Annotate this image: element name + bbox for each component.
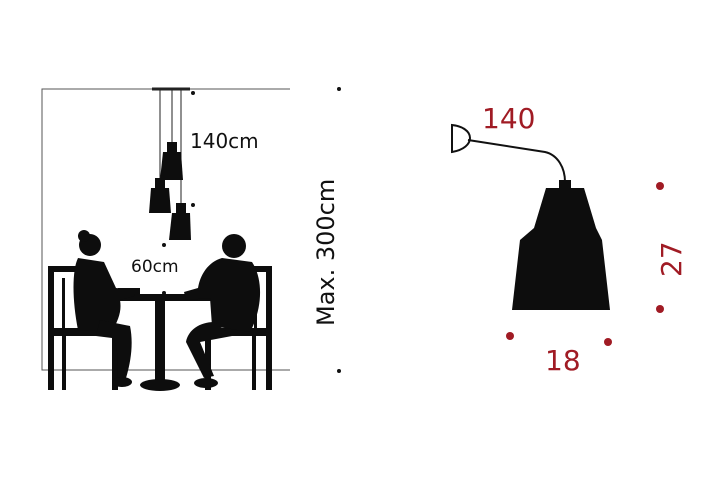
left-chair: [48, 266, 118, 390]
table-clearance-label: 60cm: [131, 257, 179, 277]
pendant-lamp-top: [160, 142, 183, 180]
lamp-cable-label: 140: [482, 102, 535, 135]
pendant-cables: [152, 87, 190, 205]
lamp-arm: [467, 139, 566, 183]
seated-person-right: [184, 234, 261, 388]
room-scene: 140cm 60cm Max. 300cm: [41, 87, 341, 391]
pendant-lamp-bottom: [169, 203, 191, 240]
max-height-label: Max. 300cm: [312, 179, 340, 326]
dining-table: [112, 294, 224, 391]
lamp-height-label: 27: [655, 241, 688, 277]
lamp-width-label: 18: [545, 344, 581, 377]
wall-mount: [451, 123, 472, 154]
pendant-lamp-middle: [149, 178, 171, 213]
wall-lamp: 140 18 27: [451, 102, 688, 377]
lamp-shade: [512, 180, 610, 310]
cable-length-label: 140cm: [190, 129, 259, 153]
seated-person-left: [73, 230, 140, 387]
lamp-dimension-dots: [506, 182, 664, 346]
